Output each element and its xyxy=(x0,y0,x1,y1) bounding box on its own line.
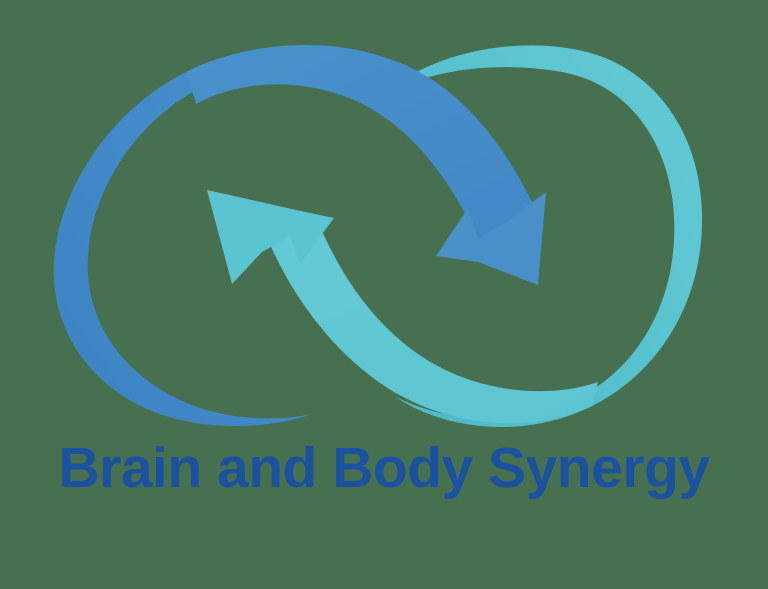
teal-arrowhead xyxy=(207,190,334,284)
brand-wordmark: Brain and Body Synergy xyxy=(58,436,711,500)
teal-diagonal-band xyxy=(268,222,598,424)
blue-diagonal-band xyxy=(186,46,534,239)
blue-band-path xyxy=(186,46,534,239)
blue-arrowhead xyxy=(436,192,546,285)
teal-arrowhead-path xyxy=(207,190,334,284)
teal-band-path xyxy=(268,222,598,424)
blue-arrowhead-path xyxy=(436,192,546,285)
